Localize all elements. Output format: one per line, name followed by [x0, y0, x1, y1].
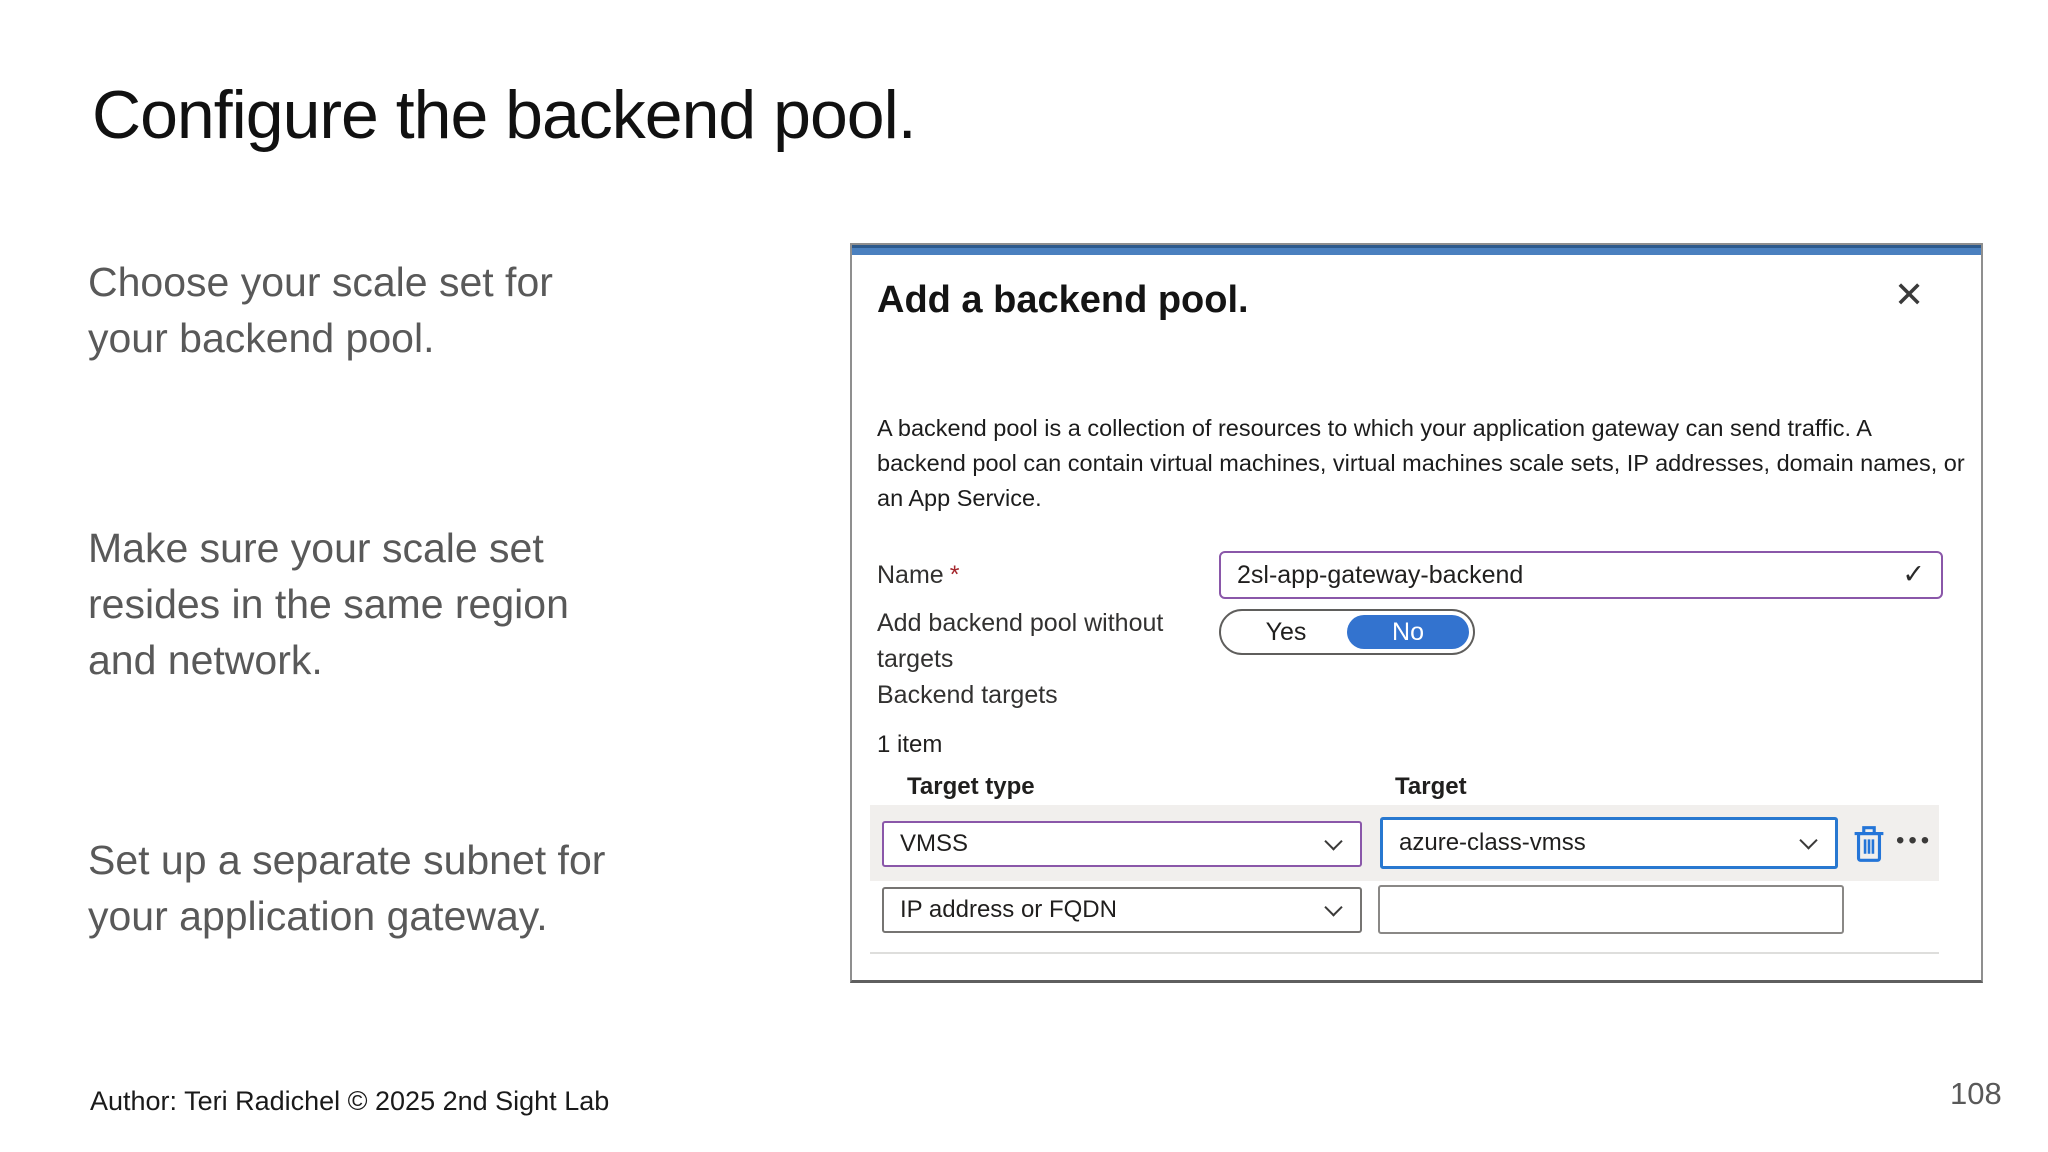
column-header-target-type: Target type [907, 773, 1035, 800]
items-count: 1 item [877, 731, 943, 758]
name-label: Name* [877, 561, 960, 589]
page-number: 108 [1950, 1076, 2002, 1111]
chevron-down-icon [1324, 898, 1343, 917]
dialog-description: A backend pool is a collection of resour… [877, 415, 1965, 511]
page-title: Configure the backend pool. [92, 77, 917, 153]
chevron-down-icon [1324, 832, 1343, 851]
close-icon[interactable]: ✕ [1894, 274, 1925, 315]
trash-icon[interactable] [1852, 823, 1886, 865]
target-select[interactable]: azure-class-vmss [1380, 817, 1838, 869]
dialog-accent-bar [852, 245, 1981, 255]
add-backend-pool-dialog: Add a backend pool. ✕ A backend pool is … [850, 243, 1983, 983]
checkmark-icon: ✓ [1902, 559, 1925, 589]
column-header-target: Target [1395, 773, 1467, 800]
more-options-icon[interactable]: ••• [1896, 827, 1934, 854]
toggle-option-yes[interactable]: Yes [1265, 618, 1307, 646]
add-without-targets-label: Add backend pool without targets [877, 609, 1164, 673]
required-asterisk: * [949, 561, 960, 589]
footer-author: Author: Teri Radichel © 2025 2nd Sight L… [90, 1086, 610, 1116]
bullet-text: Make sure your scale set resides in the … [88, 525, 569, 683]
table-divider [870, 952, 1939, 954]
yes-no-toggle[interactable]: Yes No [1219, 609, 1475, 655]
name-field-wrap: ✓ [1219, 551, 1943, 599]
target-type-select[interactable]: VMSS [882, 821, 1362, 867]
bullet-text: Set up a separate subnet for your applic… [88, 837, 606, 939]
backend-targets-label: Backend targets [877, 681, 1058, 709]
ip-fqdn-select[interactable]: IP address or FQDN [882, 887, 1362, 933]
target-value-input[interactable] [1378, 885, 1844, 934]
chevron-down-icon [1799, 831, 1818, 850]
bullet-text: Choose your scale set for your backend p… [88, 259, 553, 361]
dialog-title: Add a backend pool. [877, 279, 1249, 321]
toggle-option-no[interactable]: No [1347, 615, 1469, 649]
name-input[interactable] [1219, 551, 1943, 599]
